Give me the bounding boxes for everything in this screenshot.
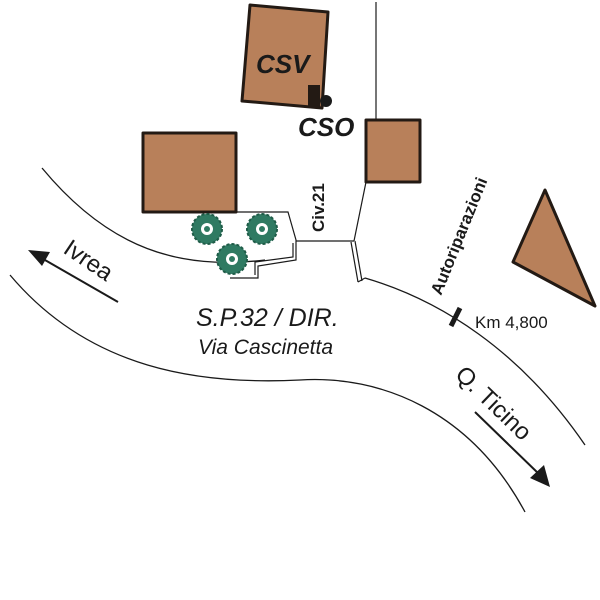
- km-post-icon: [448, 306, 463, 328]
- label-business: Autoriparazioni: [427, 175, 491, 298]
- road-edge-north-east: [364, 277, 586, 446]
- label-cso: CSO: [298, 112, 354, 142]
- gate-double-line: [350, 240, 366, 283]
- label-direction-west: Ivrea: [59, 235, 119, 288]
- tree-icon: [191, 213, 223, 245]
- label-road-name: S.P.32 / DIR.: [196, 304, 339, 332]
- cso-marker-block: [308, 85, 320, 107]
- garden-boundary-inner: [254, 243, 294, 275]
- dot-icon: [320, 95, 332, 107]
- tree-icon: [246, 213, 278, 245]
- driveway-east: [353, 181, 367, 242]
- label-csv: CSV: [256, 49, 312, 79]
- arrow-right-down-icon: [474, 411, 550, 487]
- building-triangle: [511, 188, 597, 308]
- label-street-name: Via Cascinetta: [198, 336, 333, 359]
- tree-icon: [216, 243, 248, 275]
- label-km: Km 4,800: [475, 313, 548, 332]
- garden-boundary: [145, 211, 297, 279]
- building-cso: [364, 118, 422, 184]
- building-csv: [240, 3, 330, 110]
- road-edge-south: [9, 274, 526, 513]
- arrow-left-icon: [28, 250, 119, 303]
- label-civic-number: Civ.21: [309, 183, 328, 232]
- building-west: [141, 131, 238, 214]
